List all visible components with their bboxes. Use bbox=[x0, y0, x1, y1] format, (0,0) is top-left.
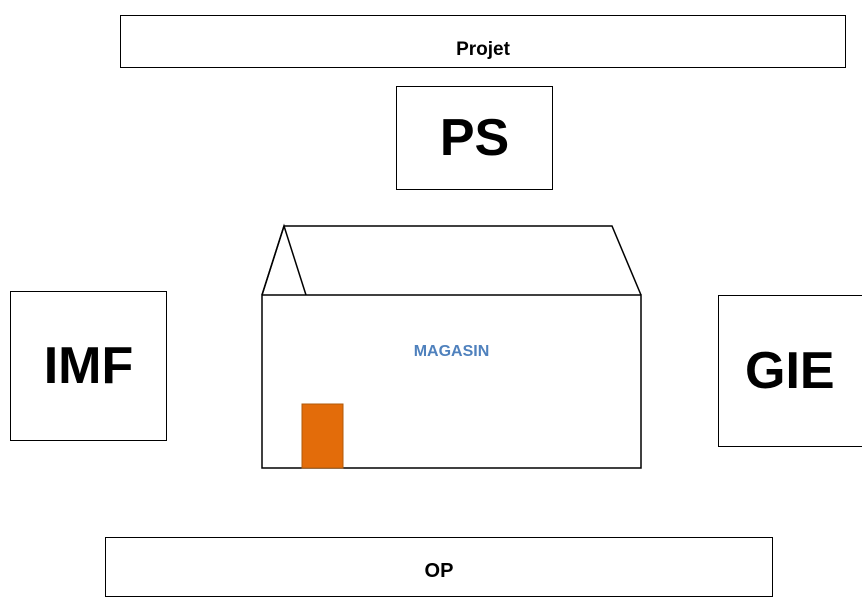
ps-label: PS bbox=[439, 109, 510, 167]
imf-label: IMF bbox=[43, 337, 134, 395]
imf-box: IMF bbox=[10, 291, 167, 441]
warehouse-body bbox=[261, 294, 642, 469]
projet-label: Projet bbox=[456, 39, 510, 60]
projet-box: Projet bbox=[120, 15, 846, 68]
warehouse-door bbox=[301, 403, 344, 469]
gie-box: GIE bbox=[718, 295, 862, 447]
magasin-label: MAGASIN bbox=[413, 343, 490, 360]
gie-label: GIE bbox=[745, 342, 835, 400]
ps-box: PS bbox=[396, 86, 553, 190]
magasin-warehouse bbox=[261, 223, 642, 469]
warehouse-gable bbox=[261, 223, 307, 296]
op-label: OP bbox=[424, 560, 454, 582]
op-box: OP bbox=[105, 537, 773, 597]
warehouse-roof bbox=[261, 225, 642, 296]
